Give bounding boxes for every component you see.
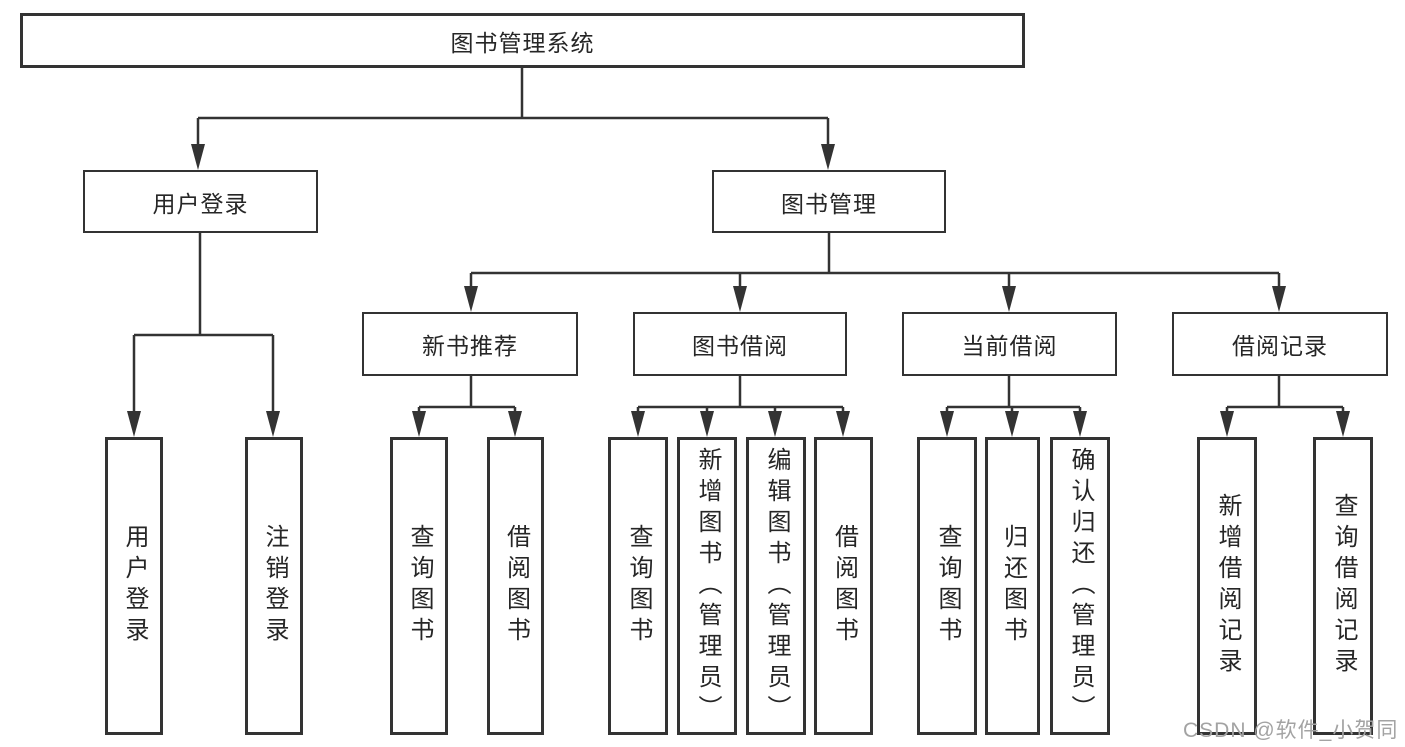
leaf-query-books-current: 查询图书 <box>917 437 977 735</box>
arrow-icon <box>191 144 205 170</box>
arrow-icon <box>508 411 522 437</box>
leaf-user-login: 用户登录 <box>105 437 163 735</box>
arrow-icon <box>1073 411 1087 437</box>
leaf-confirm-return-admin: 确认归还（管理员） <box>1050 437 1110 735</box>
leaf-add-borrow-record: 新增借阅记录 <box>1197 437 1257 735</box>
arrow-icon <box>127 411 141 437</box>
leaf-query-books-borrow: 查询图书 <box>608 437 668 735</box>
arrow-icon <box>1005 411 1019 437</box>
leaf-borrow-books: 借阅图书 <box>814 437 873 735</box>
arrow-icon <box>1002 286 1016 312</box>
leaf-query-books-recommend: 查询图书 <box>390 437 448 735</box>
leaf-query-borrow-record: 查询借阅记录 <box>1313 437 1373 735</box>
arrow-icon <box>1272 286 1286 312</box>
arrow-icon <box>412 411 426 437</box>
arrow-icon <box>940 411 954 437</box>
arrow-icon <box>836 411 850 437</box>
leaf-return-book: 归还图书 <box>985 437 1040 735</box>
arrow-icon <box>266 411 280 437</box>
csdn-watermark: CSDN @软件_小贺同学 <box>1183 719 1399 742</box>
leaf-edit-book-admin: 编辑图书（管理员） <box>746 437 806 735</box>
arrow-icon <box>821 144 835 170</box>
node-current-borrow: 当前借阅 <box>902 312 1117 376</box>
leaf-add-book-admin: 新增图书（管理员） <box>677 437 737 735</box>
node-book-borrow: 图书借阅 <box>633 312 847 376</box>
arrow-icon <box>631 411 645 437</box>
node-book-management: 图书管理 <box>712 170 946 233</box>
leaf-logout: 注销登录 <box>245 437 303 735</box>
node-user-login: 用户登录 <box>83 170 318 233</box>
node-library-management-system: 图书管理系统 <box>20 13 1025 68</box>
arrow-icon <box>1220 411 1234 437</box>
arrow-icon <box>464 286 478 312</box>
arrow-icon <box>700 411 714 437</box>
arrow-icon <box>768 411 782 437</box>
node-borrow-records: 借阅记录 <box>1172 312 1388 376</box>
node-new-book-recommend: 新书推荐 <box>362 312 578 376</box>
leaf-borrow-books-recommend: 借阅图书 <box>487 437 544 735</box>
arrow-icon <box>733 286 747 312</box>
arrow-icon <box>1336 411 1350 437</box>
